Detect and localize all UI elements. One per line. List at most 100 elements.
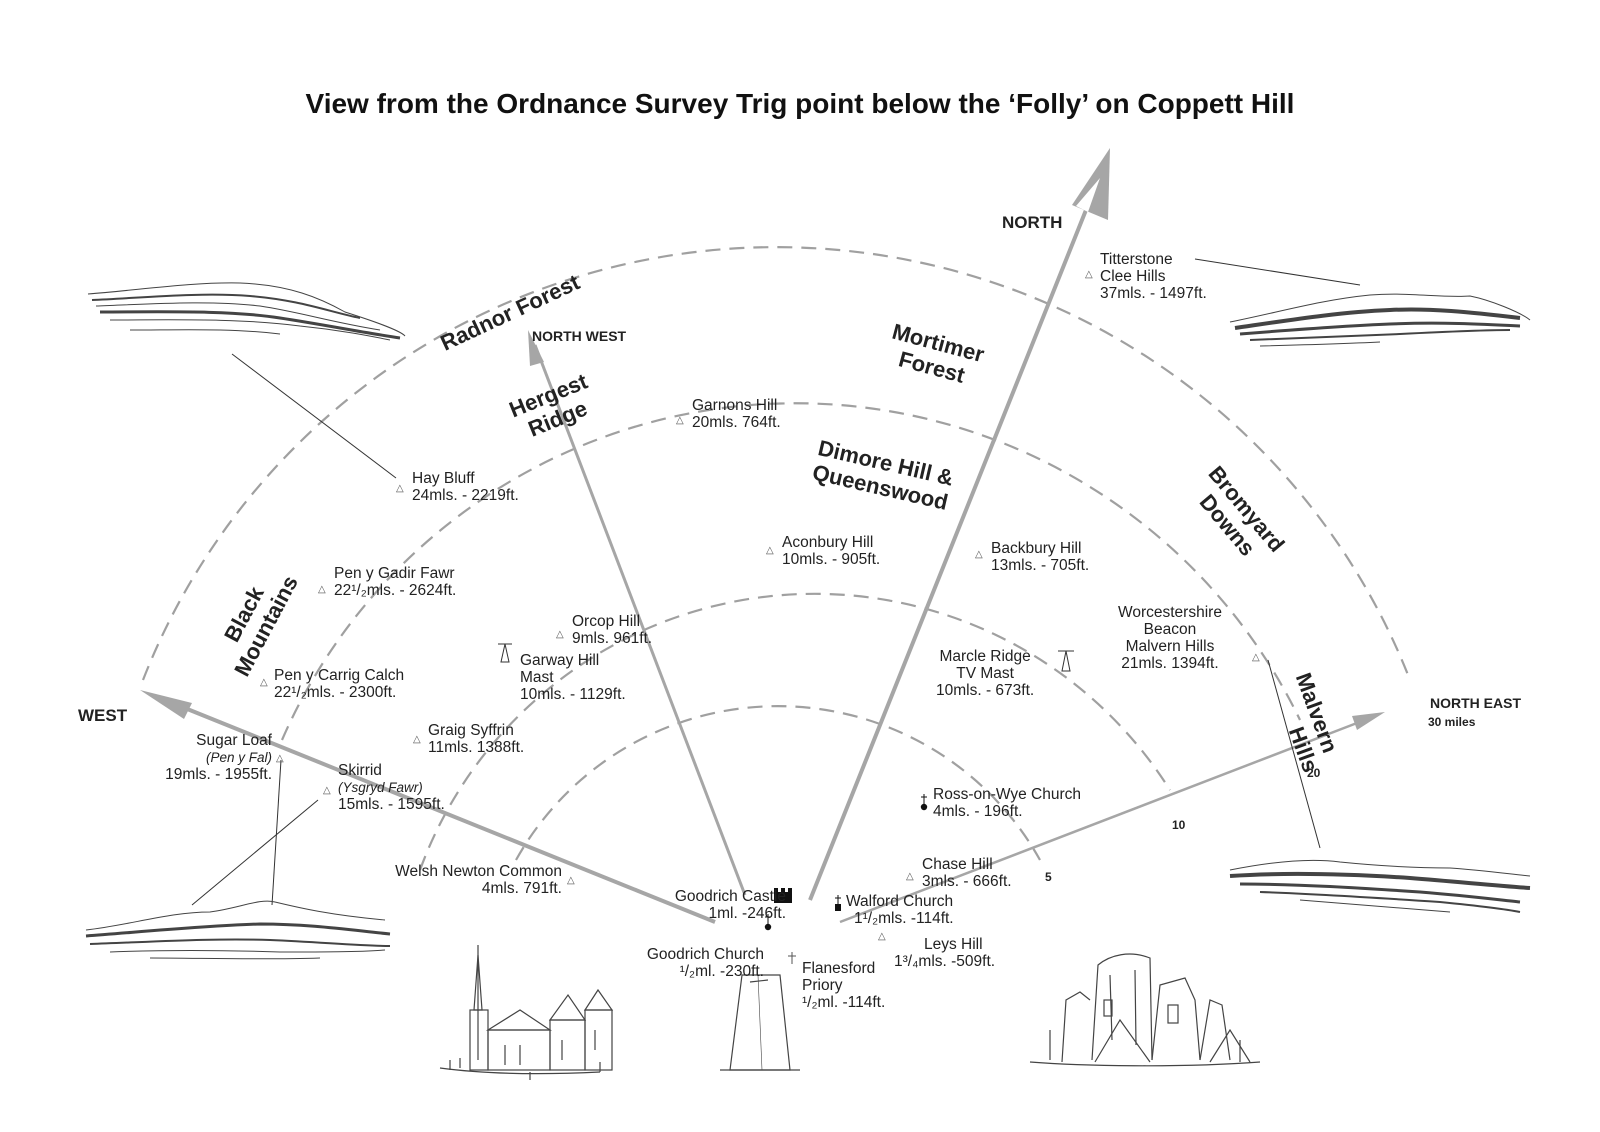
welsh-newton-height: 4mls. 791ft.: [481, 880, 562, 897]
north-west-arrow-shaft: [533, 344, 747, 896]
pointer-malvern: [1267, 659, 1321, 849]
trig-icon: △: [906, 871, 914, 882]
west-arrow-shaft: [159, 696, 716, 924]
aconbury-name: Aconbury Hill: [782, 534, 874, 551]
pen-y-carrig-name: Pen y Carrig Calch: [274, 667, 405, 684]
landmark-flanesford-priory: Flanesford Priory ¹/₂ml. -114ft.: [802, 960, 885, 1011]
garway-height: 10mls. - 1129ft.: [520, 686, 626, 703]
ross-height: 4mls. - 196ft.: [933, 803, 1023, 820]
graig-height: 11mls. 1388ft.: [428, 739, 525, 756]
label-thirty-miles: 30 miles: [1428, 715, 1476, 729]
landmark-backbury-hill: Backbury Hill 13mls. - 705ft.: [991, 540, 1089, 574]
mark-10-miles: 10: [1172, 818, 1186, 832]
flanesford-name-2: Priory: [802, 977, 843, 994]
flanesford-height: ¹/₂ml. -114ft.: [802, 994, 886, 1011]
label-west: WEST: [78, 706, 128, 725]
skirrid-name: Skirrid: [338, 762, 382, 779]
trig-icon: △: [878, 931, 886, 942]
landmark-skirrid: Skirrid (Ysgryd Fawr) 15mls. - 1595ft.: [338, 762, 445, 813]
beacon-name-2: Beacon: [1143, 621, 1197, 638]
ring-20-miles: [280, 402, 1301, 741]
sugar-loaf-welsh-name: (Pen y Fal): [205, 750, 272, 765]
mast-icon-garway: [498, 643, 512, 663]
cross-icon-flanesford: [788, 952, 796, 964]
hay-bluff-height: 24mls. - 2219ft.: [412, 487, 519, 504]
page-title: View from the Ordnance Survey Trig point…: [305, 88, 1295, 119]
ring-10-miles: [418, 592, 1171, 871]
flanesford-name: Flanesford: [802, 960, 876, 977]
church-icon: [764, 914, 772, 931]
trig-icon: △: [567, 875, 575, 886]
landmark-leys-hill: Leys Hill 1³/₄mls. -509ft.: [894, 936, 995, 970]
pointer-titterstone: [1194, 258, 1361, 286]
welsh-newton-name: Welsh Newton Common: [395, 863, 562, 880]
north-east-arrow-shaft: [839, 716, 1371, 924]
landmark-chase-hill: Chase Hill 3mls. - 666ft.: [922, 856, 1012, 890]
sketch-malvern-hills: [1229, 859, 1531, 913]
trig-icon: △: [766, 545, 774, 556]
pointer-sugar-loaf: [271, 759, 282, 906]
backbury-name: Backbury Hill: [991, 540, 1082, 557]
sketch-goodrich-church: [439, 945, 614, 1080]
landmark-goodrich-church: Goodrich Church ¹/₂ml. -230ft.: [612, 946, 764, 980]
sugar-loaf-height: 19mls. - 1955ft.: [165, 766, 272, 783]
garway-name: Garway Hill: [520, 652, 600, 669]
goodrich-castle-height: 1ml. -246ft.: [708, 905, 786, 922]
pointer-skirrid: [191, 799, 319, 906]
map-symbols: [498, 643, 1074, 964]
trig-icon: △: [323, 785, 331, 796]
orcop-name: Orcop Hill: [572, 613, 641, 630]
trig-icon: △: [676, 415, 684, 426]
marcle-name-2: TV Mast: [956, 665, 1014, 682]
landmark-sugar-loaf: Sugar Loaf (Pen y Fal) 19mls. - 1955ft.: [142, 732, 272, 783]
label-north: NORTH: [1002, 213, 1063, 232]
walford-name: Walford Church: [846, 893, 954, 910]
chase-name: Chase Hill: [922, 856, 993, 873]
titterstone-name-2: Clee Hills: [1100, 268, 1166, 285]
skirrid-height: 15mls. - 1595ft.: [338, 796, 445, 813]
trig-icon: △: [260, 677, 268, 688]
landmark-orcop-hill: Orcop Hill 9mls. 961ft.: [572, 613, 652, 647]
pointer-lines: [191, 258, 1361, 906]
beacon-height: 21mls. 1394ft.: [1121, 655, 1219, 672]
landmark-garnons-hill: Garnons Hill 20mls. 764ft.: [692, 397, 781, 431]
trig-icon: △: [1252, 652, 1260, 663]
trig-icon: △: [396, 483, 404, 494]
trig-icon: △: [276, 753, 284, 764]
trig-icon: △: [556, 629, 564, 640]
garnons-name: Garnons Hill: [692, 397, 778, 414]
landmark-walford-church: Walford Church 1¹/₂mls. -114ft.: [846, 893, 954, 927]
orcop-height: 9mls. 961ft.: [572, 630, 653, 647]
church-icon-ross: [920, 794, 928, 811]
sketch-sugar-loaf: [85, 900, 391, 960]
sketch-trig-point: [720, 974, 800, 1071]
sketch-goodrich-castle-ruins: [1029, 953, 1261, 1067]
backbury-height: 13mls. - 705ft.: [991, 557, 1090, 574]
leys-name: Leys Hill: [924, 936, 983, 953]
goodrich-church-name: Goodrich Church: [646, 946, 764, 963]
marcle-height: 10mls. - 673ft.: [936, 682, 1035, 699]
trig-icon: △: [318, 584, 326, 595]
pen-y-carrig-height: 22¹/₂mls. - 2300ft.: [274, 684, 397, 701]
pointer-hay-bluff: [231, 353, 397, 479]
mark-5-miles: 5: [1045, 870, 1052, 884]
mast-icon-marcle: [1058, 650, 1074, 672]
landmark-pen-y-carrig: Pen y Carrig Calch 22¹/₂mls. - 2300ft.: [274, 667, 404, 701]
marcle-name: Marcle Ridge: [939, 648, 1031, 665]
skirrid-welsh-name: (Ysgryd Fawr): [338, 780, 423, 795]
landmark-aconbury-hill: Aconbury Hill 10mls. - 905ft.: [782, 534, 880, 568]
landmark-titterstone: Titterstone Clee Hills 37mls. - 1497ft.: [1100, 251, 1207, 302]
goodrich-castle-name: Goodrich Castle: [674, 888, 786, 905]
trig-icon: △: [413, 734, 421, 745]
landmark-worcestershire-beacon: Worcestershire Beacon Malvern Hills 21ml…: [1118, 604, 1222, 672]
walford-height: 1¹/₂mls. -114ft.: [854, 910, 954, 927]
landmark-goodrich-castle: Goodrich Castle 1ml. -246ft.: [646, 888, 786, 922]
garnons-height: 20mls. 764ft.: [692, 414, 781, 431]
landmark-garway-hill: Garway Hill Mast 10mls. - 1129ft.: [520, 652, 626, 703]
church-icon-walford: [835, 895, 841, 911]
garway-name-2: Mast: [520, 669, 554, 686]
hay-bluff-name: Hay Bluff: [412, 470, 475, 487]
beacon-name: Worcestershire: [1118, 604, 1222, 621]
